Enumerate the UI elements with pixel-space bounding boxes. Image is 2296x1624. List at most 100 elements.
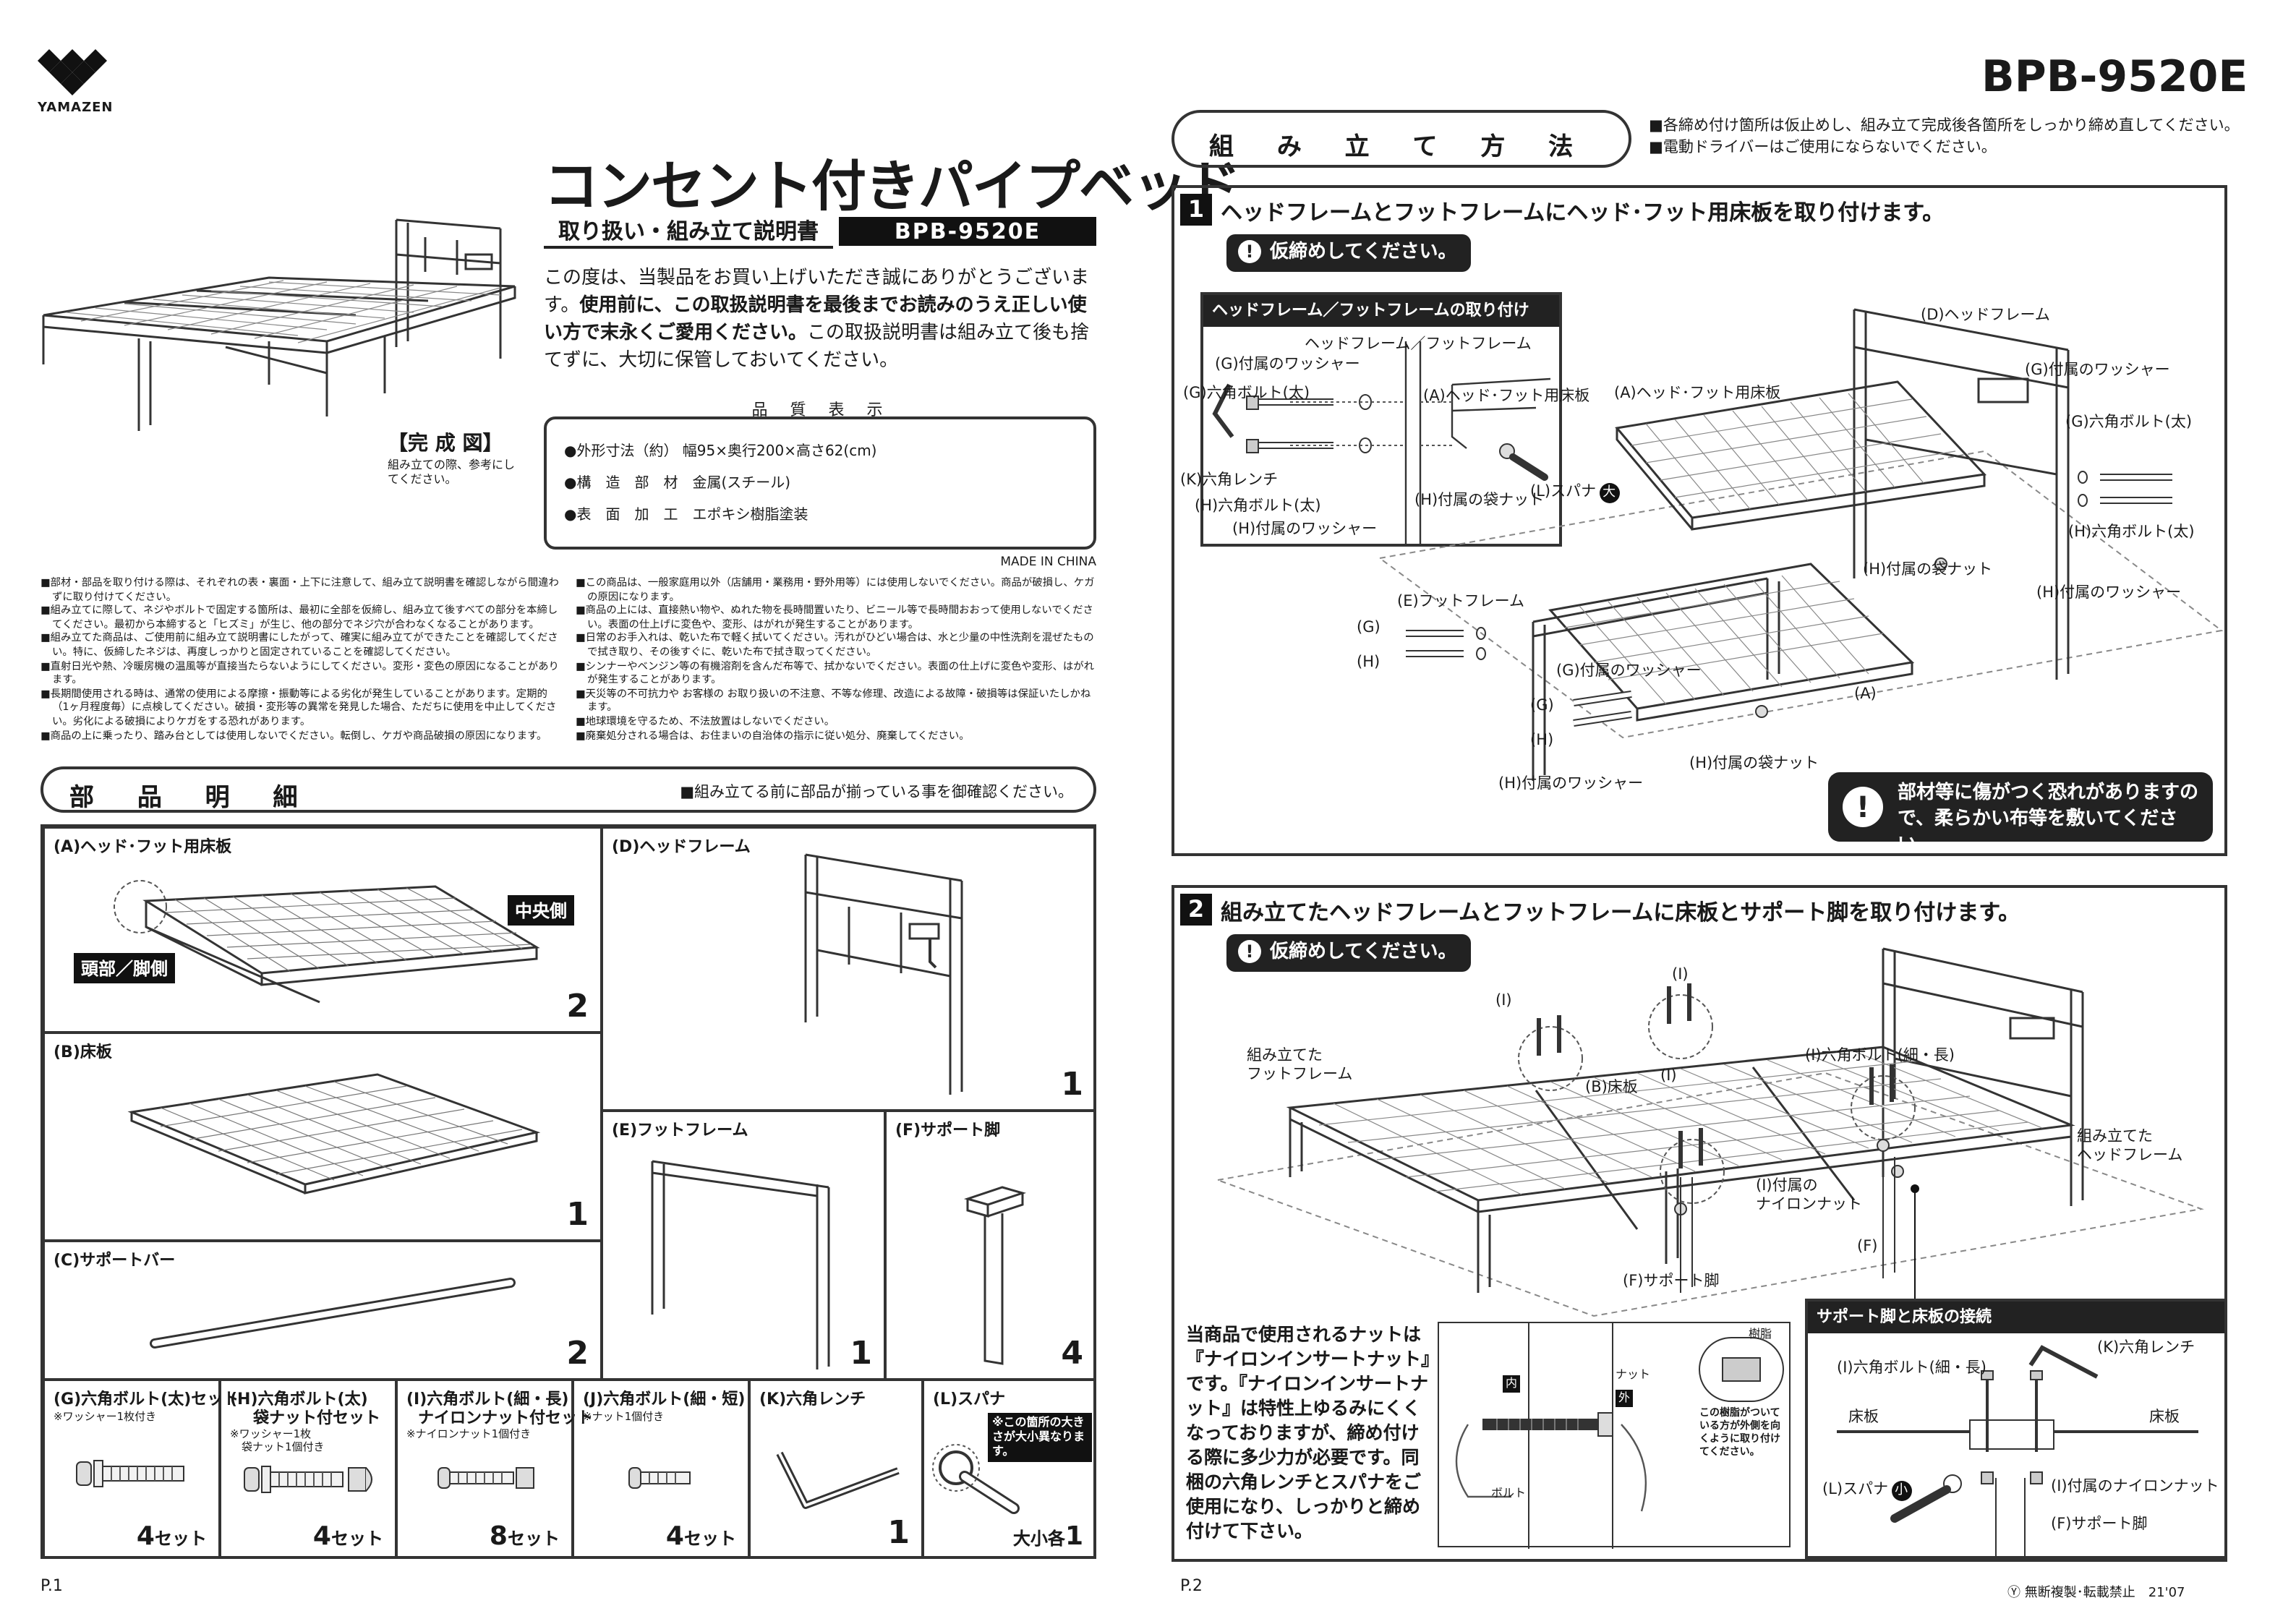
yamazen-logo	[38, 46, 107, 119]
part-f-qty: 4	[1061, 1336, 1083, 1372]
made-in-label: MADE IN CHINA	[1000, 555, 1096, 570]
step-1-h-washer-label: (H)付属のワッシャー	[2036, 584, 2182, 602]
step-1-g2-label: (G)	[1530, 697, 1554, 714]
part-e-label: (E)フットフレーム	[612, 1121, 748, 1140]
small-size-badge: 小	[1891, 1481, 1912, 1501]
connection-board-right: 床板	[2149, 1409, 2180, 1426]
hex-bolt-thin-long-drawing	[438, 1467, 534, 1489]
part-b-qty: 1	[566, 1197, 589, 1234]
product-title: コンセント付きパイプベッド	[544, 155, 1241, 218]
step-1-tighten-tag: !仮締めしてください。	[1226, 234, 1472, 272]
part-i-qty-num: 8	[489, 1521, 508, 1552]
intro-text: この度は、当製品をお買い上げいただき誠にありがとうございます。使用前に、この取扱…	[544, 265, 1105, 375]
connection-drawing	[1837, 1345, 2198, 1556]
part-c-cell: (C)サポートバー 2	[43, 1241, 602, 1380]
part-b-cell: (B)床板 1	[43, 1033, 602, 1241]
foot-frame-drawing	[651, 1160, 830, 1369]
complete-figure-note: 組み立ての際、参考にしてください。	[388, 458, 515, 486]
part-h-label-2: 袋ナット付セット	[253, 1409, 380, 1427]
connection-f-leg-label: (F)サポート脚	[2051, 1516, 2148, 1533]
part-h-label: (H)六角ボルト(太)	[230, 1390, 368, 1409]
part-d-label: (D)ヘッドフレーム	[612, 837, 751, 856]
part-e-cell: (E)フットフレーム 1	[602, 1111, 885, 1380]
step-2-head-frame-label: 組み立てた ヘッドフレーム	[2077, 1128, 2183, 1164]
note: 直射日光や熱、冷暖房機の温風等が直接当たらないようにしてください。変形・変色の原…	[51, 659, 561, 686]
part-g-qty: 4セット	[137, 1521, 207, 1552]
step-2-f-leg-label: (F)サポート脚	[1623, 1273, 1720, 1290]
complete-figure-label: 【完 成 図】	[388, 432, 503, 456]
inset-attach-drawing	[1212, 341, 1551, 544]
part-l-label: (L)スパナ	[933, 1390, 1006, 1409]
step-1-number: 1	[1180, 194, 1212, 226]
brand-name: YAMAZEN	[38, 101, 114, 116]
step-1-g-washer-3-label: (G)付属のワッシャー	[1556, 662, 1702, 680]
note: 日常のお手入れは、乾いた布で軽く拭いてください。汚れがひどい場合は、水と少量の中…	[586, 631, 1096, 659]
inset-g-bolt-label: (G)六角ボルト(太)	[1183, 385, 1310, 402]
connection-spanner-label: (L)スパナ小	[1822, 1478, 1912, 1501]
intro-bold: 使用前に、この取扱説明書を最後までお読みのうえ正しい使い方で末永くご愛用ください…	[544, 295, 1087, 344]
part-l-qty-num: 1	[1064, 1521, 1083, 1552]
assembly-note-2: ■電動ドライバーはご使用にならないでください。	[1649, 139, 1997, 156]
connection-title: サポート脚と床板の接続	[1808, 1302, 2224, 1333]
part-j-cell: (J)六角ボルト(細・短) ※ナット1個付き 4セット	[573, 1380, 749, 1559]
part-g-cell: (G)六角ボルト(太)セット ※ワッシャー1枚付き 4セット	[43, 1380, 239, 1559]
part-g-label: (G)六角ボルト(太)セット	[54, 1390, 239, 1409]
part-j-qty: 4セット	[666, 1521, 736, 1552]
part-a-label: (A)ヘッド･フット用床板	[54, 837, 232, 856]
assembly-notes: ■各締め付け箇所は仮止めし、組み立て完成後各箇所をしっかり締め直してください。 …	[1649, 116, 2240, 159]
inner-side-badge: 内	[1503, 1375, 1520, 1393]
step-1-head-frame-label: (D)ヘッドフレーム	[1921, 307, 2050, 324]
part-c-qty: 2	[566, 1336, 589, 1372]
spanner-drawing	[932, 1444, 1020, 1514]
part-d-qty: 1	[1061, 1067, 1083, 1103]
step-2-i-label-3: (I)	[1660, 1067, 1677, 1085]
part-k-cell: (K)六角レンチ 1	[749, 1380, 923, 1559]
step-2-foot-frame-label: 組み立てた フットフレーム	[1247, 1047, 1353, 1083]
part-e-qty: 1	[850, 1336, 872, 1372]
parts-grid: (A)ヘッド･フット用床板 中央側 頭部／脚側 2 (B)床板 1 (C)	[40, 824, 1096, 1559]
outer-side-badge: 外	[1616, 1390, 1633, 1407]
step-2-number: 2	[1180, 894, 1212, 926]
caution-notes-left: 部材・部品を取り付ける際は、それぞれの表・裏面・上下に注意して、組み立て説明書を…	[40, 576, 561, 742]
model-number-heading: BPB-9520E	[1981, 52, 2248, 103]
resin-label: 樹脂	[1749, 1328, 1772, 1341]
frame-attach-inset: ヘッドフレーム／フットフレームの取り付け ヘッドフレーム／フットフレーム (G)…	[1180, 292, 1620, 547]
connection-spanner-text: (L)スパナ	[1822, 1481, 1889, 1498]
note: この商品は、一般家庭用以外（店舗用・業務用・野外用等）には使用しないでください。…	[586, 576, 1096, 603]
connection-i-bolt-label: (I)六角ボルト(細・長)	[1837, 1359, 1986, 1377]
note: 組み立てに際して、ネジやボルトで固定する箇所は、最初に全部を仮締し、組み立て後す…	[51, 603, 561, 631]
step-2-i-nylon-label: (I)付属の ナイロンナット	[1756, 1177, 1862, 1213]
part-l-qty: 大小各1	[1013, 1521, 1083, 1552]
step-2-board-label: (B)床板	[1585, 1079, 1638, 1096]
assembly-header: 組 み 立 て 方 法	[1172, 110, 1631, 168]
exclamation-icon: !	[1238, 940, 1261, 963]
spanner-size-note: ※この箇所の大きさが大小異なります。	[988, 1413, 1092, 1462]
quality-label-box: ●外形寸法（約） 幅95×奥行200×高さ62(cm) ●構 造 部 材 金属(…	[544, 416, 1096, 550]
inset-h-washer-label: (H)付属のワッシャー	[1232, 521, 1378, 538]
step-1-h-label: (H)	[1357, 654, 1380, 671]
part-j-qty-unit: セット	[683, 1529, 736, 1549]
part-i-qty-unit: セット	[507, 1529, 560, 1549]
step-1-g-label: (G)	[1357, 619, 1380, 636]
support-leg-drawing	[963, 1186, 1027, 1365]
parts-title: 部 品 明 細	[69, 784, 315, 813]
part-i-label: (I)六角ボルト(細・長)	[406, 1390, 569, 1409]
part-i-cell: (I)六角ボルト(細・長) ナイロンナット付セット ※ナイロンナット1個付き 8…	[396, 1380, 593, 1559]
warning-icon: !	[1843, 787, 1883, 827]
page-number-2: P.2	[1180, 1576, 1203, 1595]
assembly-note-1: ■各締め付け箇所は仮止めし、組み立て完成後各箇所をしっかり締め直してください。	[1649, 117, 2240, 134]
quality-label-title: 品 質 表 示	[751, 401, 892, 419]
connection-nylon-nut-label: (I)付属のナイロンナット	[2051, 1478, 2219, 1495]
step-1-foot-frame-label: (E)フットフレーム	[1397, 593, 1525, 610]
part-i-label-2: ナイロンナット付セット	[418, 1409, 593, 1427]
part-a-qty: 2	[566, 989, 589, 1025]
support-bar-drawing	[150, 1278, 516, 1349]
step-1-g-bolt-label: (G)六角ボルト(太)	[2065, 414, 2193, 431]
note: 部材・部品を取り付ける際は、それぞれの表・裏面・上下に注意して、組み立て説明書を…	[51, 576, 561, 603]
step-2-tag-text: 仮締めしてください。	[1270, 941, 1457, 963]
inset-g-washer-label: (G)付属のワッシャー	[1215, 356, 1360, 373]
note: 商品の上に乗ったり、踏み台としては使用しないでください。転倒し、ケガや商品破損の…	[51, 728, 561, 742]
step-2-bed-drawing	[1215, 947, 2204, 1317]
nylon-nut-illustration: 内 外 ナット ボルト 樹脂 この樹脂がついている方が外側を向くように取り付けて…	[1438, 1322, 1791, 1549]
big-size-badge: 大	[1599, 483, 1620, 503]
